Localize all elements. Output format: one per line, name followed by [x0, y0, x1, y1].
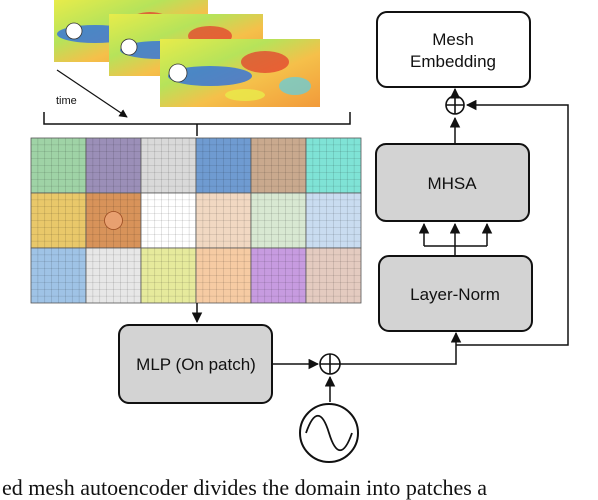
- cylinder-obstacle: [104, 211, 123, 230]
- caption-text: ed mesh autoencoder divides the domain i…: [2, 478, 488, 500]
- mhsa-label: MHSA: [427, 174, 477, 193]
- time-arrow: [56, 69, 128, 118]
- mesh-patch: [305, 137, 362, 194]
- mlp-block: MLP (On patch): [118, 324, 273, 404]
- mesh-patch: [195, 247, 252, 304]
- mesh-patch: [305, 192, 362, 249]
- mesh-patch: [250, 137, 307, 194]
- mesh-patch: [30, 247, 87, 304]
- mesh-patch: [250, 192, 307, 249]
- mesh-patch: [195, 137, 252, 194]
- mesh-embedding-block: Mesh Embedding: [376, 11, 531, 88]
- mesh-patch: [250, 247, 307, 304]
- mesh-embedding-label-line1: Mesh: [432, 30, 474, 49]
- mesh-patch: [305, 247, 362, 304]
- connector-add-to-layernorm: [340, 331, 462, 365]
- mesh-patch: [85, 247, 142, 304]
- mesh-patch: [85, 137, 142, 194]
- time-bracket: [43, 112, 351, 136]
- mesh-patch-grid: [30, 137, 362, 304]
- flow-snapshot-3: [160, 39, 320, 107]
- positional-add-icon: [319, 353, 341, 375]
- output-add-icon: [445, 95, 465, 115]
- figure-caption: ed mesh autoencoder divides the domain i…: [0, 478, 598, 500]
- mesh-patch: [30, 137, 87, 194]
- mesh-patch: [195, 192, 252, 249]
- mesh-embedding-label-line2: Embedding: [410, 52, 496, 71]
- mesh-patch: [140, 137, 197, 194]
- mlp-label: MLP (On patch): [136, 355, 256, 374]
- sinusoidal-encoding-icon: [299, 403, 359, 463]
- layer-norm-label: Layer-Norm: [410, 285, 500, 304]
- arrows-layernorm-to-mhsa: [418, 222, 493, 256]
- mhsa-block: MHSA: [375, 143, 530, 222]
- residual-connection: [456, 99, 569, 346]
- time-label: time: [56, 95, 77, 107]
- layer-norm-block: Layer-Norm: [378, 255, 533, 332]
- mesh-patch: [30, 192, 87, 249]
- mesh-patch: [140, 192, 197, 249]
- mesh-patch: [140, 247, 197, 304]
